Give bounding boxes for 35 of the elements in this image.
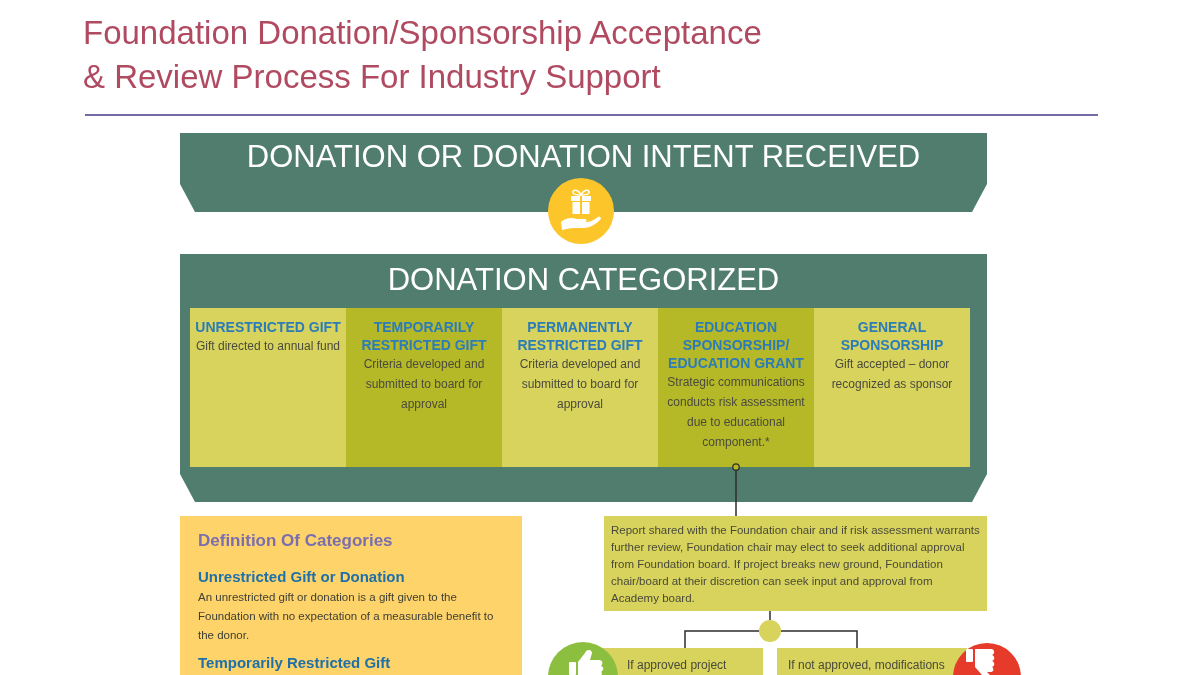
banner-title: DONATION CATEGORIZED (387, 262, 780, 298)
category-panel (502, 308, 658, 467)
category-heading: UNRESTRICTED GIFT (195, 318, 341, 336)
category-description: Criteria developed and submitted to board for approval (362, 356, 486, 413)
report-box (604, 516, 987, 611)
category-panel (346, 308, 502, 467)
banner-title: DONATION OR DONATION INTENT RECEIVED (246, 139, 921, 175)
definition-heading: Temporarily Restricted Gift (198, 654, 391, 672)
outcome-text: If approved project (627, 657, 727, 673)
definitions-panel (180, 516, 522, 675)
category-heading: TEMPORARILY RESTRICTED GIFT (360, 318, 488, 354)
outcome-text: If not approved, modifications (788, 657, 945, 673)
panel-title: Definition Of Categories (198, 530, 393, 552)
category-description: Criteria developed and submitted to board for approval (518, 356, 642, 413)
connector-line (780, 630, 858, 649)
category-description: Gift accepted – donor recognized as sponsor (830, 356, 954, 393)
banner (180, 254, 987, 502)
connector-line (684, 630, 760, 649)
connector-line (732, 463, 740, 517)
page-title: Foundation Donation/Sponsorship Acceptance & Review Process For Industry Support (83, 13, 763, 97)
definition-text: An unrestricted gift or donation is a gift given to the Foundation with no expectation of a measurable benefit to the donor. (198, 590, 495, 643)
category-heading: GENERAL SPONSORSHIP (839, 318, 945, 354)
banner (180, 133, 987, 212)
category-panel (190, 308, 346, 467)
category-description: Gift directed to annual fund (195, 338, 341, 355)
category-panel (658, 308, 814, 467)
report-text: Report shared with the Foundation chair and if risk assessment warrants further review, Foundation chair may elect to seek additional approval from Foundation board. If project breaks new ground, Foundation chair/board at their discretion can seek input and approval from Academy board. (611, 523, 980, 606)
category-panel (814, 308, 970, 467)
connector-line (769, 610, 771, 621)
definition-heading: Unrestricted Gift or Donation (198, 568, 405, 586)
category-heading: PERMANENTLY RESTRICTED GIFT (516, 318, 644, 354)
category-heading: EDUCATION SPONSORSHIP/ EDUCATION GRANT (667, 318, 805, 372)
outcome-box (777, 648, 967, 675)
category-description: Strategic communications conducts risk assessment due to educational component.* (666, 374, 806, 451)
outcome-box (603, 648, 763, 675)
